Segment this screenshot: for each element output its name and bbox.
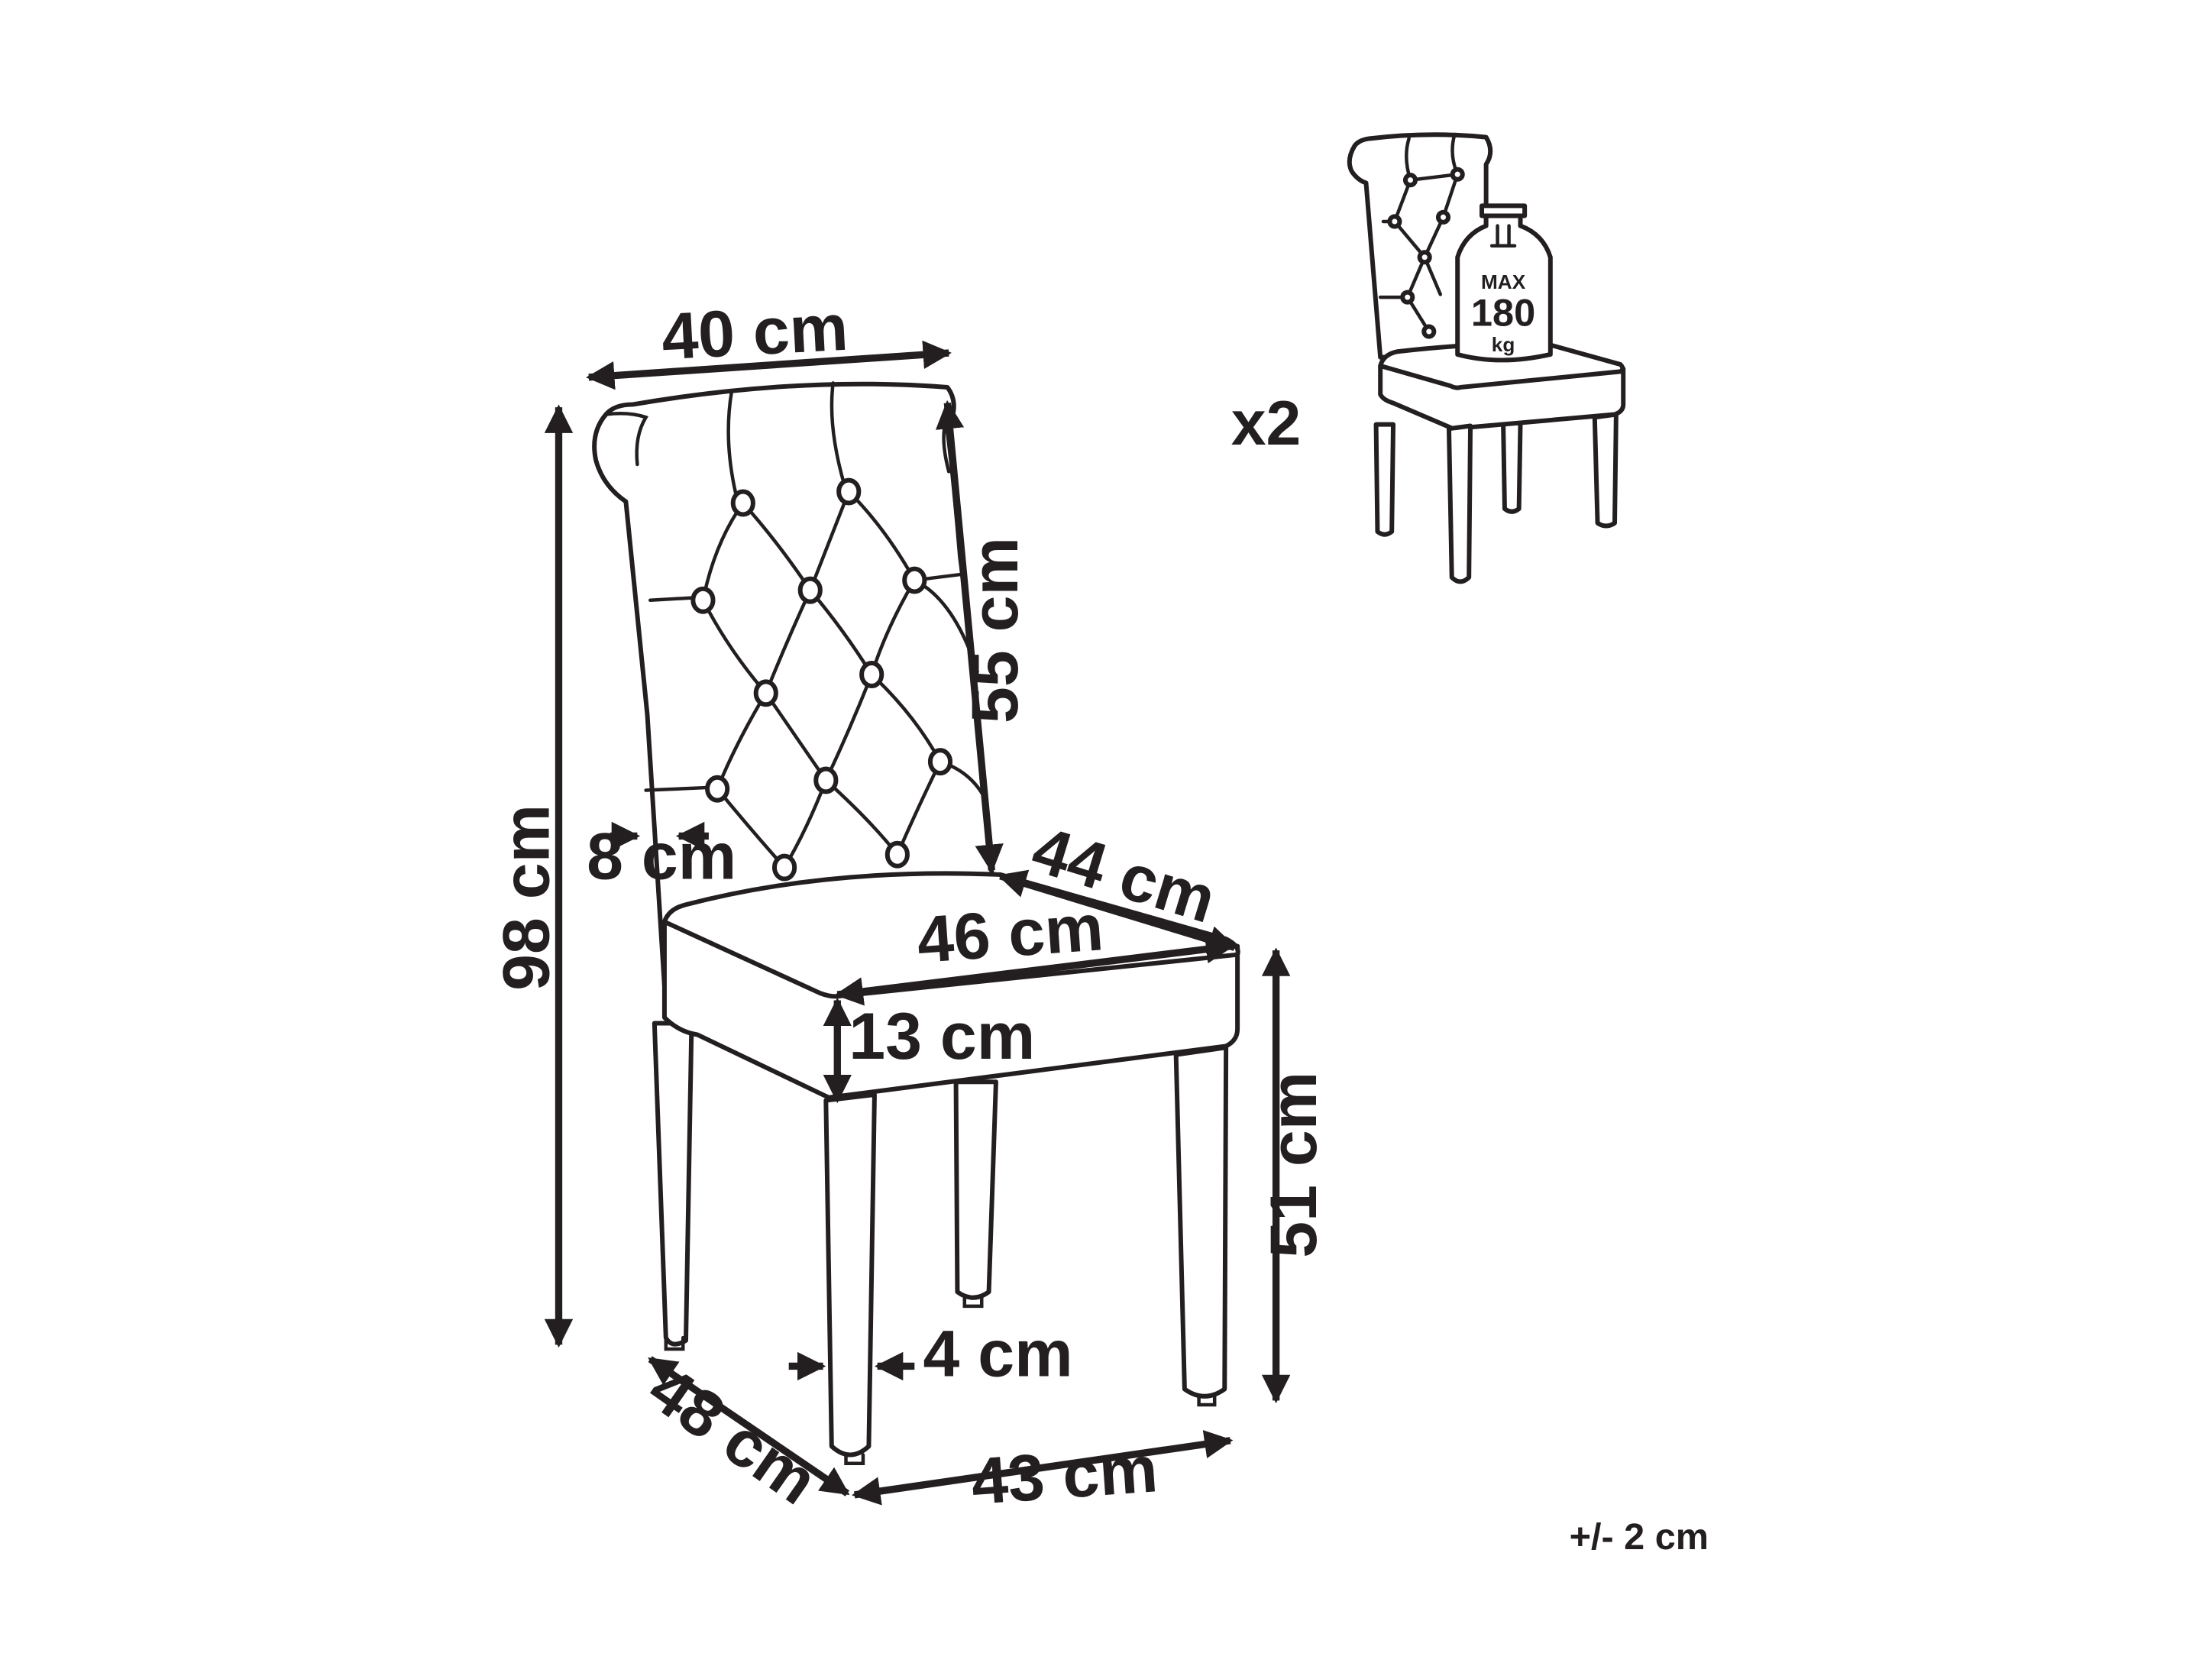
- label-base-depth: 48 cm: [635, 1352, 830, 1519]
- front-right-leg: [1173, 1045, 1229, 1399]
- small-back-right-leg: [1501, 420, 1523, 514]
- front-left-leg: [823, 1092, 877, 1458]
- small-tufting-buttons: [1387, 167, 1465, 339]
- dimension-lines: [544, 340, 1291, 1506]
- small-front-left-leg: [1446, 423, 1473, 584]
- backrest-roll-seam: [603, 412, 648, 467]
- label-seat-thickness: 13 cm: [849, 1000, 1035, 1073]
- label-seat-height: 51 cm: [1257, 1072, 1331, 1258]
- small-chair-drawing: MAX 180 kg: [1347, 132, 1626, 584]
- label-seat-width: 46 cm: [914, 891, 1105, 977]
- backrest-bottom-seam: [644, 785, 713, 792]
- label-base-width: 43 cm: [969, 1432, 1160, 1519]
- backrest-pleat-1: [726, 390, 739, 503]
- back-left-leg: [652, 1021, 694, 1347]
- label-total-height: 98 cm: [490, 804, 563, 991]
- load-max-label: MAX: [1481, 270, 1526, 293]
- small-back-left-leg: [1373, 422, 1396, 537]
- tufting-buttons: [690, 477, 953, 882]
- back-right-leg: [953, 1079, 998, 1300]
- label-back-width: 40 cm: [660, 291, 850, 374]
- load-value-label: 180: [1471, 291, 1535, 335]
- tolerance-note: +/- 2 cm: [1570, 1516, 1709, 1558]
- backrest-pleat-2: [830, 381, 848, 492]
- load-unit-label: kg: [1492, 333, 1515, 356]
- label-back-height: 55 cm: [959, 537, 1032, 723]
- quantity-label: x2: [1231, 388, 1302, 458]
- label-back-thickness: 8 cm: [587, 820, 736, 894]
- small-front-right-leg: [1592, 412, 1619, 529]
- weight-jar-icon: MAX 180 kg: [1455, 203, 1553, 363]
- label-leg-width: 4 cm: [923, 1318, 1073, 1391]
